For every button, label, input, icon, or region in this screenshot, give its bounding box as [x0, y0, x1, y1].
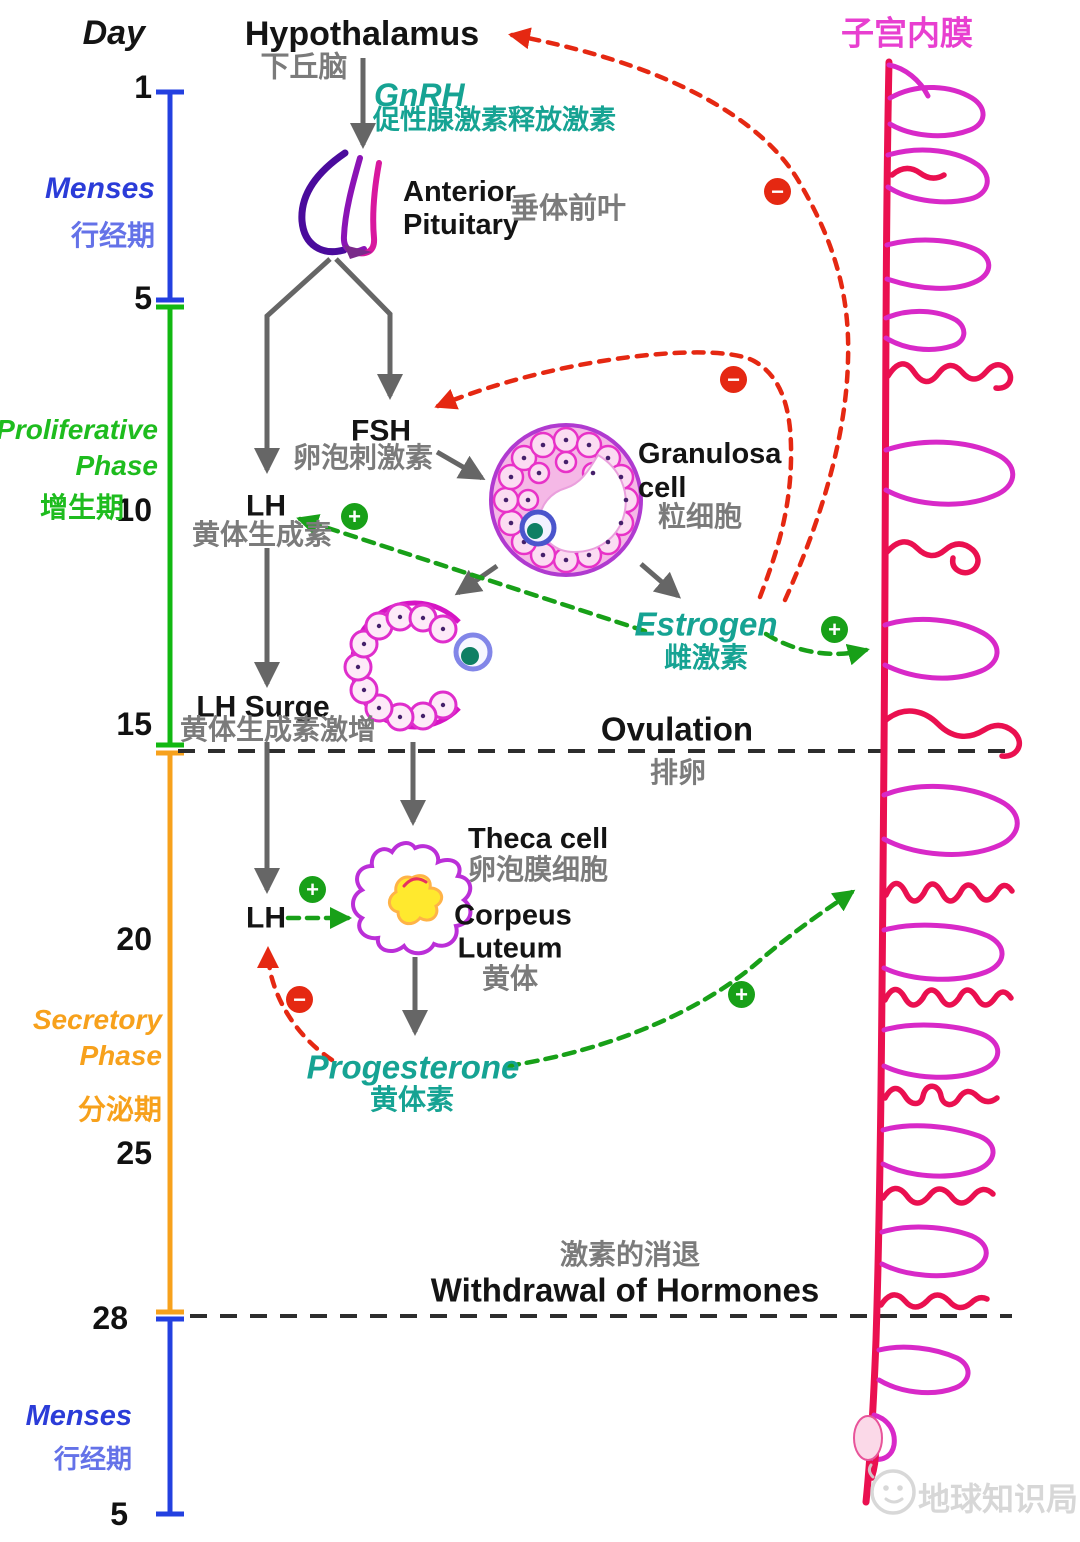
negative-feedback-icon: − [720, 366, 747, 393]
positive-feedback-icon: + [821, 616, 848, 643]
watermark-logo-icon [867, 1463, 916, 1515]
corpus-luteum-label-zh: 黄体 [481, 963, 539, 995]
progesterone-label-zh: 黄体素 [369, 1084, 455, 1116]
fsh-label: FSH [351, 414, 411, 448]
lh-label: LH [246, 489, 286, 523]
phase-proliferative-en1: Proliferative [0, 414, 158, 445]
lh-surge-label-zh: 黄体生成素激增 [179, 714, 377, 746]
granulosa-label-zh: 粒细胞 [658, 501, 743, 532]
withdrawal-label-zh: 激素的消退 [559, 1239, 701, 1271]
arrow-progesterone-to-endometrium [505, 889, 856, 1069]
hypothalamus-label-zh: 下丘脑 [260, 51, 348, 84]
positive-feedback-icon: + [728, 981, 755, 1008]
phase-menses-1-en: Menses [44, 172, 155, 205]
corpus-luteum-drawing [351, 841, 473, 956]
positive-feedback-arrows [285, 514, 870, 1069]
endometrium-label: 子宫内膜 [841, 14, 973, 52]
granulosa-label-1: Granulosa [638, 438, 782, 470]
arrow-pituitary-to-fsh [334, 257, 403, 400]
phase-secretory: Secretory Phase 分泌期 [33, 1004, 162, 1128]
arrow-estrogen-to-lh [296, 514, 648, 634]
day-tick-5b: 5 [110, 1496, 128, 1532]
arrow-estrogen-to-hypothalamus [508, 27, 851, 603]
positive-feedback-icon: + [299, 876, 326, 903]
positive-feedback-icon: + [341, 503, 368, 530]
day-tick-5: 5 [134, 280, 152, 316]
estrogen-label-zh: 雌激素 [663, 642, 749, 674]
hypothalamus-label: Hypothalamus [244, 15, 480, 54]
endometrium-drawing [853, 58, 1022, 1506]
lh-surge-label: LH Surge [196, 690, 330, 724]
negative-feedback-arrows [257, 27, 851, 1063]
ovulation-label-zh: 排卵 [649, 757, 707, 789]
oocyte-icon [519, 509, 557, 547]
pituitary-drawing [298, 149, 382, 259]
corpus-luteum-label-1: Corpeus [454, 899, 572, 932]
phase-secretory-en2: Phase [79, 1040, 163, 1071]
phase-menses-2-en: Menses [25, 1400, 132, 1432]
theca-cell-label-zh: 卵泡膜细胞 [468, 854, 609, 885]
arrow-follicle-to-estrogen [639, 562, 682, 599]
arrow-follicle-to-ovulated [454, 563, 499, 596]
theca-cell-label: Theca cell [468, 823, 609, 855]
ovulated-follicle-drawing [343, 600, 493, 732]
phase-secretory-en1: Secretory [32, 1004, 162, 1035]
timeline-proliferative-segment [156, 304, 184, 748]
day-tick-10: 10 [116, 492, 152, 528]
gnrh-label-zh: 促性腺激素释放激素 [373, 105, 616, 135]
anterior-pituitary-label-1: Anterior [403, 176, 516, 208]
phase-proliferative-zh: 增生期 [39, 492, 124, 523]
phase-menses-1-zh: 行经期 [70, 220, 155, 251]
lh-label-zh: 黄体生成素 [191, 519, 333, 551]
watermark-text: 地球知识局 [918, 1481, 1079, 1517]
day-tick-25: 25 [116, 1135, 152, 1171]
timeline-bar [156, 89, 184, 1517]
phase-proliferative-en2: Phase [75, 450, 159, 481]
arrow-pituitary-to-lh [254, 257, 332, 474]
day-tick-28: 28 [92, 1300, 128, 1336]
estrogen-label: Estrogen [634, 605, 778, 643]
withdrawal-label: Withdrawal of Hormones [430, 1271, 820, 1309]
phase-menses-2: Menses 行经期 [26, 1400, 132, 1476]
granulosa-label-2: cell [638, 472, 687, 504]
day-tick-15: 15 [116, 706, 152, 742]
phase-menses-1: Menses 行经期 [45, 172, 155, 254]
timeline-menses2-segment [156, 1316, 184, 1517]
day-column-header: Day [82, 14, 145, 52]
progesterone-label: Progesterone [306, 1048, 520, 1086]
gnrh-label: GnRH [374, 77, 465, 113]
timeline-menses-segment [156, 89, 184, 303]
phase-proliferative: Proliferative Phase 增生期 [0, 414, 158, 526]
arrow-progesterone-to-lh2 [257, 946, 335, 1063]
flow-arrows [254, 58, 682, 1036]
arrow-estrogen-to-endometrium [763, 631, 870, 666]
anterior-pituitary-label-2: Pituitary [403, 209, 520, 241]
arrow-estrogen-to-fsh [434, 350, 794, 600]
released-egg-icon [453, 632, 493, 672]
day-tick-20: 20 [116, 921, 152, 957]
lh2-label: LH [246, 901, 286, 935]
day-tick-1: 1 [134, 69, 152, 105]
negative-feedback-icon: − [764, 178, 791, 205]
follicle-drawing [489, 423, 643, 577]
ovulation-label: Ovulation [600, 710, 754, 748]
phase-secretory-zh: 分泌期 [77, 1094, 162, 1125]
corpus-luteum-label-2: Luteum [457, 932, 563, 965]
anterior-pituitary-label-zh: 垂体前叶 [510, 193, 627, 225]
fsh-label-zh: 卵泡刺激素 [292, 442, 434, 474]
arrow-fsh-to-follicle [435, 449, 486, 481]
phase-menses-2-zh: 行经期 [53, 1444, 132, 1474]
negative-feedback-icon: − [286, 986, 313, 1013]
